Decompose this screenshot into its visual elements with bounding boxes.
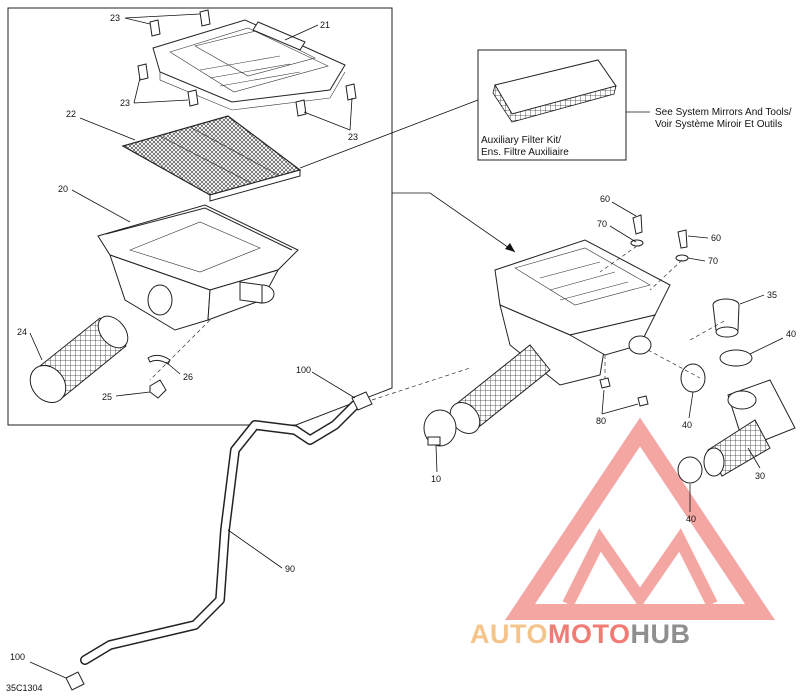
watermark-brand-hub: HUB xyxy=(631,619,691,649)
clamp-40b xyxy=(680,363,706,393)
nut-80b xyxy=(637,395,649,407)
callout-70: 70 xyxy=(708,256,718,266)
lid-clips xyxy=(137,9,357,117)
fasteners-60-70 xyxy=(630,214,689,262)
exploded-view-frame xyxy=(7,7,393,426)
cap-35 xyxy=(712,298,740,338)
callout-35: 35 xyxy=(767,290,777,300)
watermark-brand-moto: MOTO xyxy=(548,619,631,649)
callout-100: 100 xyxy=(10,652,25,662)
assembled-airbox xyxy=(494,239,671,386)
callout-40: 40 xyxy=(786,329,796,339)
svg-text:AUTOMOTOHUB: AUTOMOTOHUB xyxy=(470,619,691,649)
long-hose-90 xyxy=(65,391,373,691)
watermark-triangle-icon xyxy=(505,417,775,620)
intake-tube xyxy=(29,315,129,403)
aux-kit-label-fr: Ens. Filtre Auxiliaire xyxy=(481,147,569,158)
callout-23: 23 xyxy=(110,13,120,23)
airbox-lid xyxy=(152,19,346,111)
air-filter xyxy=(121,115,302,202)
callout-10: 10 xyxy=(431,474,441,484)
assembly-arrow-icon xyxy=(505,243,515,252)
nut-80a xyxy=(599,377,611,389)
callout-60: 60 xyxy=(600,194,610,204)
callout-30: 30 xyxy=(755,471,765,481)
assembled-intake-tube xyxy=(449,344,551,434)
callout-25: 25 xyxy=(102,392,112,402)
callout-23: 23 xyxy=(120,98,130,108)
aux-kit-label-en: Auxiliary Filter Kit/ xyxy=(481,135,561,146)
watermark-m-shape xyxy=(562,528,718,609)
clamp-10 xyxy=(423,409,457,447)
callout-21: 21 xyxy=(320,20,330,30)
callout-100: 100 xyxy=(296,365,311,375)
watermark-logo: AUTOMOTOHUB xyxy=(470,417,775,649)
clamp-40a xyxy=(719,349,753,367)
callout-22: 22 xyxy=(66,109,76,119)
clamp-40c xyxy=(677,456,703,484)
callout-24: 24 xyxy=(17,327,27,337)
see-mirrors-note-fr: Voir Système Miroir Et Outils xyxy=(655,119,782,130)
callout-60: 60 xyxy=(711,233,721,243)
callout-26: 26 xyxy=(183,372,193,382)
callout-80: 80 xyxy=(596,416,606,426)
callout-20: 20 xyxy=(58,184,68,194)
callout-40: 40 xyxy=(686,514,696,524)
watermark-brand-auto: AUTO xyxy=(470,619,548,649)
callouts: 23 21 23 23 22 20 24 26 25 100 100 90 60… xyxy=(10,13,796,679)
diagram-code: 35C1304 xyxy=(6,683,43,693)
drain-plug xyxy=(149,379,167,399)
airbox-base xyxy=(97,204,299,331)
aux-filter-illustration xyxy=(492,59,617,123)
callout-90: 90 xyxy=(285,564,295,574)
callout-40: 40 xyxy=(682,420,692,430)
alignment-lines xyxy=(149,245,727,401)
callout-23: 23 xyxy=(348,132,358,142)
tee-adapter-30 xyxy=(703,379,796,477)
callout-70: 70 xyxy=(597,219,607,229)
see-mirrors-note-en: See System Mirrors And Tools/ xyxy=(655,107,792,118)
